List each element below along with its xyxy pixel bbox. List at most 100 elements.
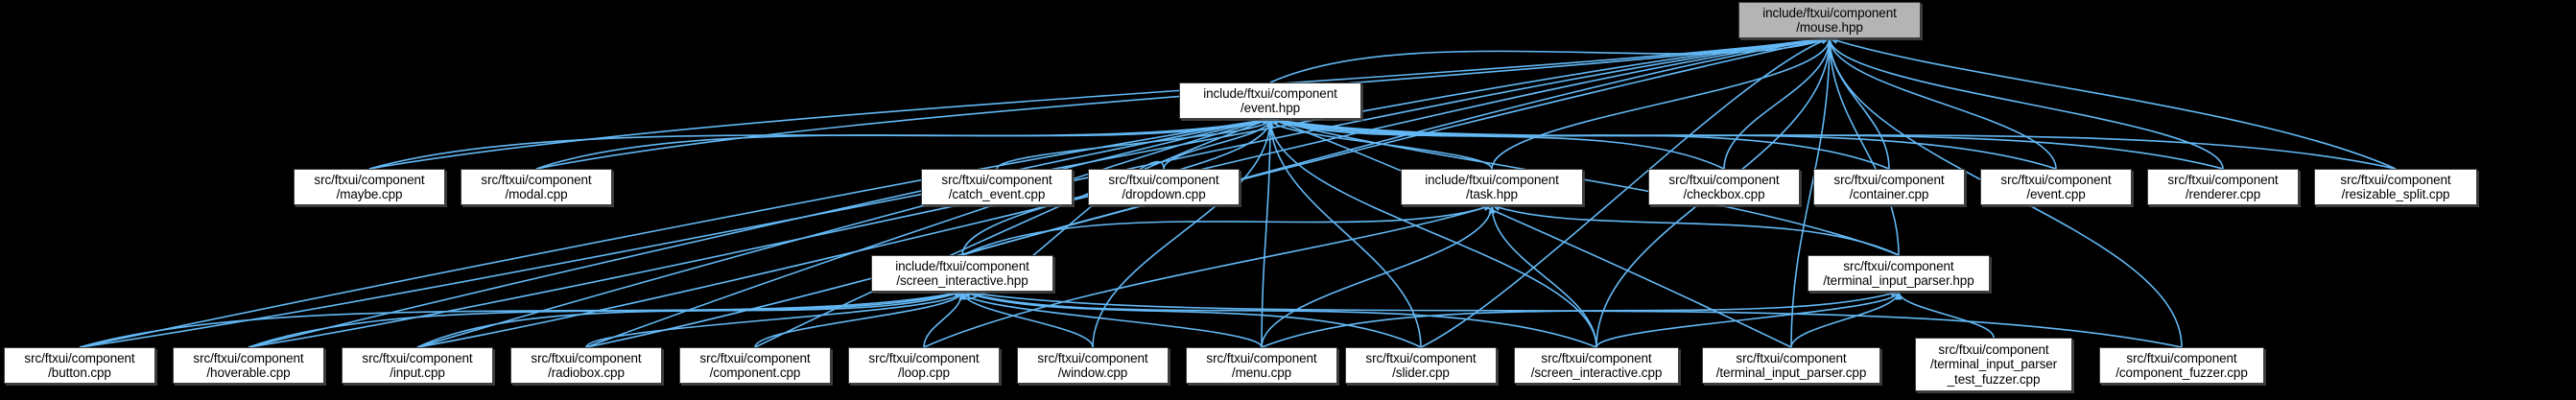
- edge-component_cpp-to-screen_interactive_hpp: [754, 291, 966, 348]
- node-label-line: src/ftxui/component: [2167, 172, 2279, 187]
- graph-node-modal_cpp[interactable]: src/ftxui/component/modal.cpp: [461, 169, 612, 205]
- edge-terminal_input_parser_cpp-to-mouse_hpp: [1790, 37, 1833, 348]
- node-label-line: /window.cpp: [1057, 365, 1128, 380]
- graph-node-loop_cpp[interactable]: src/ftxui/component/loop.cpp: [848, 347, 1000, 384]
- edge-dropdown_cpp-to-screen_interactive_hpp: [958, 160, 1165, 300]
- edge-catch_event_cpp-to-event_hpp: [996, 118, 1274, 170]
- node-label-line: src/ftxui/component: [531, 350, 642, 365]
- edge-dropdown_cpp-to-event_hpp: [1163, 118, 1274, 170]
- node-label-line: include/ftxui/component: [1425, 172, 1559, 187]
- node-label-line: /terminal_input_parser.hpp: [1823, 273, 1974, 288]
- edge-renderer_cpp-to-mouse_hpp: [1826, 37, 2224, 170]
- node-label-line: src/ftxui/component: [941, 172, 1052, 187]
- edge-checkbox_cpp-to-mouse_hpp: [1723, 37, 1833, 170]
- node-label-line: src/ftxui/component: [1541, 350, 1652, 365]
- graph-node-terminal_input_parser_hpp[interactable]: src/ftxui/component/terminal_input_parse…: [1808, 255, 1990, 292]
- graph-node-component_cpp[interactable]: src/ftxui/component/component.cpp: [679, 347, 831, 384]
- node-label-line: include/ftxui/component: [1203, 85, 1337, 101]
- edge-terminal_input_parser_cpp-to-event_hpp: [1269, 118, 1792, 348]
- node-label-line: src/ftxui/component: [2000, 172, 2112, 187]
- edge-window_cpp-to-event_hpp: [1092, 118, 1274, 348]
- edge-menu_cpp-to-screen_interactive_hpp: [958, 291, 1263, 348]
- node-label-line: src/ftxui/component: [868, 350, 980, 365]
- node-label-line: /renderer.cpp: [2185, 187, 2261, 201]
- node-label-line: src/ftxui/component: [1833, 172, 1945, 187]
- node-label-line: src/ftxui/component: [1108, 172, 1219, 187]
- graph-node-resizable_split_cpp[interactable]: src/ftxui/component/resizable_split.cpp: [2314, 169, 2477, 205]
- edge-hoverable_cpp-to-screen_interactive_hpp: [248, 290, 963, 348]
- node-label-line: src/ftxui/component: [1365, 350, 1477, 365]
- graph-node-screen_interactive_hpp[interactable]: include/ftxui/component/screen_interacti…: [871, 255, 1053, 292]
- edge-event_cpp-to-mouse_hpp: [1826, 37, 2057, 170]
- graph-node-container_cpp[interactable]: src/ftxui/component/container.cpp: [1813, 169, 1965, 205]
- edge-resizable_split_cpp-to-mouse_hpp: [1829, 37, 2397, 170]
- graph-node-tip_test_fuzzer_cpp[interactable]: src/ftxui/component/terminal_input_parse…: [1915, 338, 2072, 391]
- node-label-line: src/ftxui/component: [699, 350, 811, 365]
- node-label-line: /terminal_input_parser.cpp: [1715, 365, 1867, 380]
- graph-node-mouse_hpp[interactable]: include/ftxui/component/mouse.hpp: [1738, 2, 1921, 38]
- edge-tip_test_fuzzer_cpp-to-terminal_input_parser_hpp: [1895, 291, 1995, 339]
- graph-node-screen_interactive_cpp[interactable]: src/ftxui/component/screen_interactive.c…: [1514, 347, 1679, 384]
- node-label-line: src/ftxui/component: [193, 350, 304, 365]
- edge-component_cpp-to-event_hpp: [754, 118, 1271, 348]
- node-label-line: /terminal_input_parser: [1929, 357, 2058, 372]
- node-label-line: src/ftxui/component: [1938, 342, 2049, 358]
- node-label-line: /input.cpp: [390, 365, 445, 380]
- graph-node-component_fuzzer_cpp[interactable]: src/ftxui/component/component_fuzzer.cpp: [2099, 347, 2264, 384]
- edge-hoverable_cpp-to-event_hpp: [248, 117, 1271, 348]
- node-label-line: src/ftxui/component: [24, 350, 135, 365]
- node-label-line: include/ftxui/component: [1762, 5, 1897, 20]
- node-label-line: /resizable_split.cpp: [2341, 187, 2450, 201]
- node-label-line: src/ftxui/component: [481, 172, 592, 187]
- graph-node-maybe_cpp[interactable]: src/ftxui/component/maybe.cpp: [294, 169, 445, 205]
- edge-terminal_input_parser_cpp-to-terminal_input_parser_hpp: [1790, 291, 1902, 348]
- node-label-line: /task.hpp: [1466, 187, 1518, 201]
- graph-node-terminal_input_parser_cpp[interactable]: src/ftxui/component/terminal_input_parse…: [1702, 347, 1880, 384]
- node-label-line: src/ftxui/component: [2340, 172, 2451, 187]
- edge-renderer_cpp-to-event_hpp: [1269, 117, 2224, 170]
- node-label-line: /component.cpp: [709, 365, 801, 380]
- graph-node-event_hpp[interactable]: include/ftxui/component/event.hpp: [1179, 82, 1361, 119]
- node-label-line: /container.cpp: [1849, 187, 1929, 201]
- graph-node-window_cpp[interactable]: src/ftxui/component/window.cpp: [1017, 347, 1169, 384]
- node-label-line: /mouse.hpp: [1796, 20, 1863, 35]
- graph-node-catch_event_cpp[interactable]: src/ftxui/component/catch_event.cpp: [921, 169, 1073, 205]
- node-label-line: /screen_interactive.hpp: [896, 273, 1028, 288]
- graph-node-radiobox_cpp[interactable]: src/ftxui/component/radiobox.cpp: [510, 347, 662, 384]
- edge-menu_cpp-to-task_hpp: [1261, 204, 1496, 348]
- node-label-line: /component_fuzzer.cpp: [2115, 365, 2248, 380]
- edge-button_cpp-to-event_hpp: [79, 116, 1271, 348]
- node-label-line: /event.cpp: [2026, 187, 2086, 201]
- edge-container_cpp-to-event_hpp: [1269, 118, 1890, 170]
- edge-input_cpp-to-screen_interactive_hpp: [416, 291, 963, 348]
- edge-slider_cpp-to-event_hpp: [1266, 118, 1422, 348]
- graph-node-checkbox_cpp[interactable]: src/ftxui/component/checkbox.cpp: [1648, 169, 1800, 205]
- graph-node-dropdown_cpp[interactable]: src/ftxui/component/dropdown.cpp: [1088, 169, 1240, 205]
- node-label-line: /event.hpp: [1240, 101, 1301, 115]
- node-label-line: /button.cpp: [48, 365, 111, 380]
- edge-resizable_split_cpp-to-event_hpp: [1269, 116, 2397, 170]
- graph-node-button_cpp[interactable]: src/ftxui/component/button.cpp: [4, 347, 155, 384]
- node-label-line: /checkbox.cpp: [1683, 187, 1765, 201]
- node-label-line: /slider.cpp: [1392, 365, 1450, 380]
- graph-node-renderer_cpp[interactable]: src/ftxui/component/renderer.cpp: [2147, 169, 2299, 205]
- graph-node-task_hpp[interactable]: include/ftxui/component/task.hpp: [1401, 169, 1583, 205]
- node-label-line: src/ftxui/component: [314, 172, 425, 187]
- node-label-line: /menu.cpp: [1231, 365, 1292, 380]
- graph-node-input_cpp[interactable]: src/ftxui/component/input.cpp: [342, 347, 493, 384]
- node-label-line: src/ftxui/component: [2126, 350, 2237, 365]
- graph-node-event_cpp[interactable]: src/ftxui/component/event.cpp: [1980, 169, 2132, 205]
- edge-loop_cpp-to-task_hpp: [923, 204, 1493, 348]
- node-label-line: /dropdown.cpp: [1122, 187, 1206, 201]
- edge-screen_interactive_cpp-to-screen_interactive_hpp: [961, 290, 1597, 348]
- edge-task_hpp-to-mouse_hpp: [1491, 37, 1833, 170]
- graph-node-menu_cpp[interactable]: src/ftxui/component/menu.cpp: [1186, 347, 1337, 384]
- graph-node-slider_cpp[interactable]: src/ftxui/component/slider.cpp: [1345, 347, 1497, 384]
- node-label-line: src/ftxui/component: [1206, 350, 1317, 365]
- graph-node-hoverable_cpp[interactable]: src/ftxui/component/hoverable.cpp: [173, 347, 324, 384]
- edge-menu_cpp-to-terminal_input_parser_hpp: [1261, 290, 1900, 348]
- node-label-line: /catch_event.cpp: [948, 187, 1046, 201]
- edge-maybe_cpp-to-mouse_hpp: [368, 35, 1831, 170]
- node-label-line: src/ftxui/component: [1668, 172, 1780, 187]
